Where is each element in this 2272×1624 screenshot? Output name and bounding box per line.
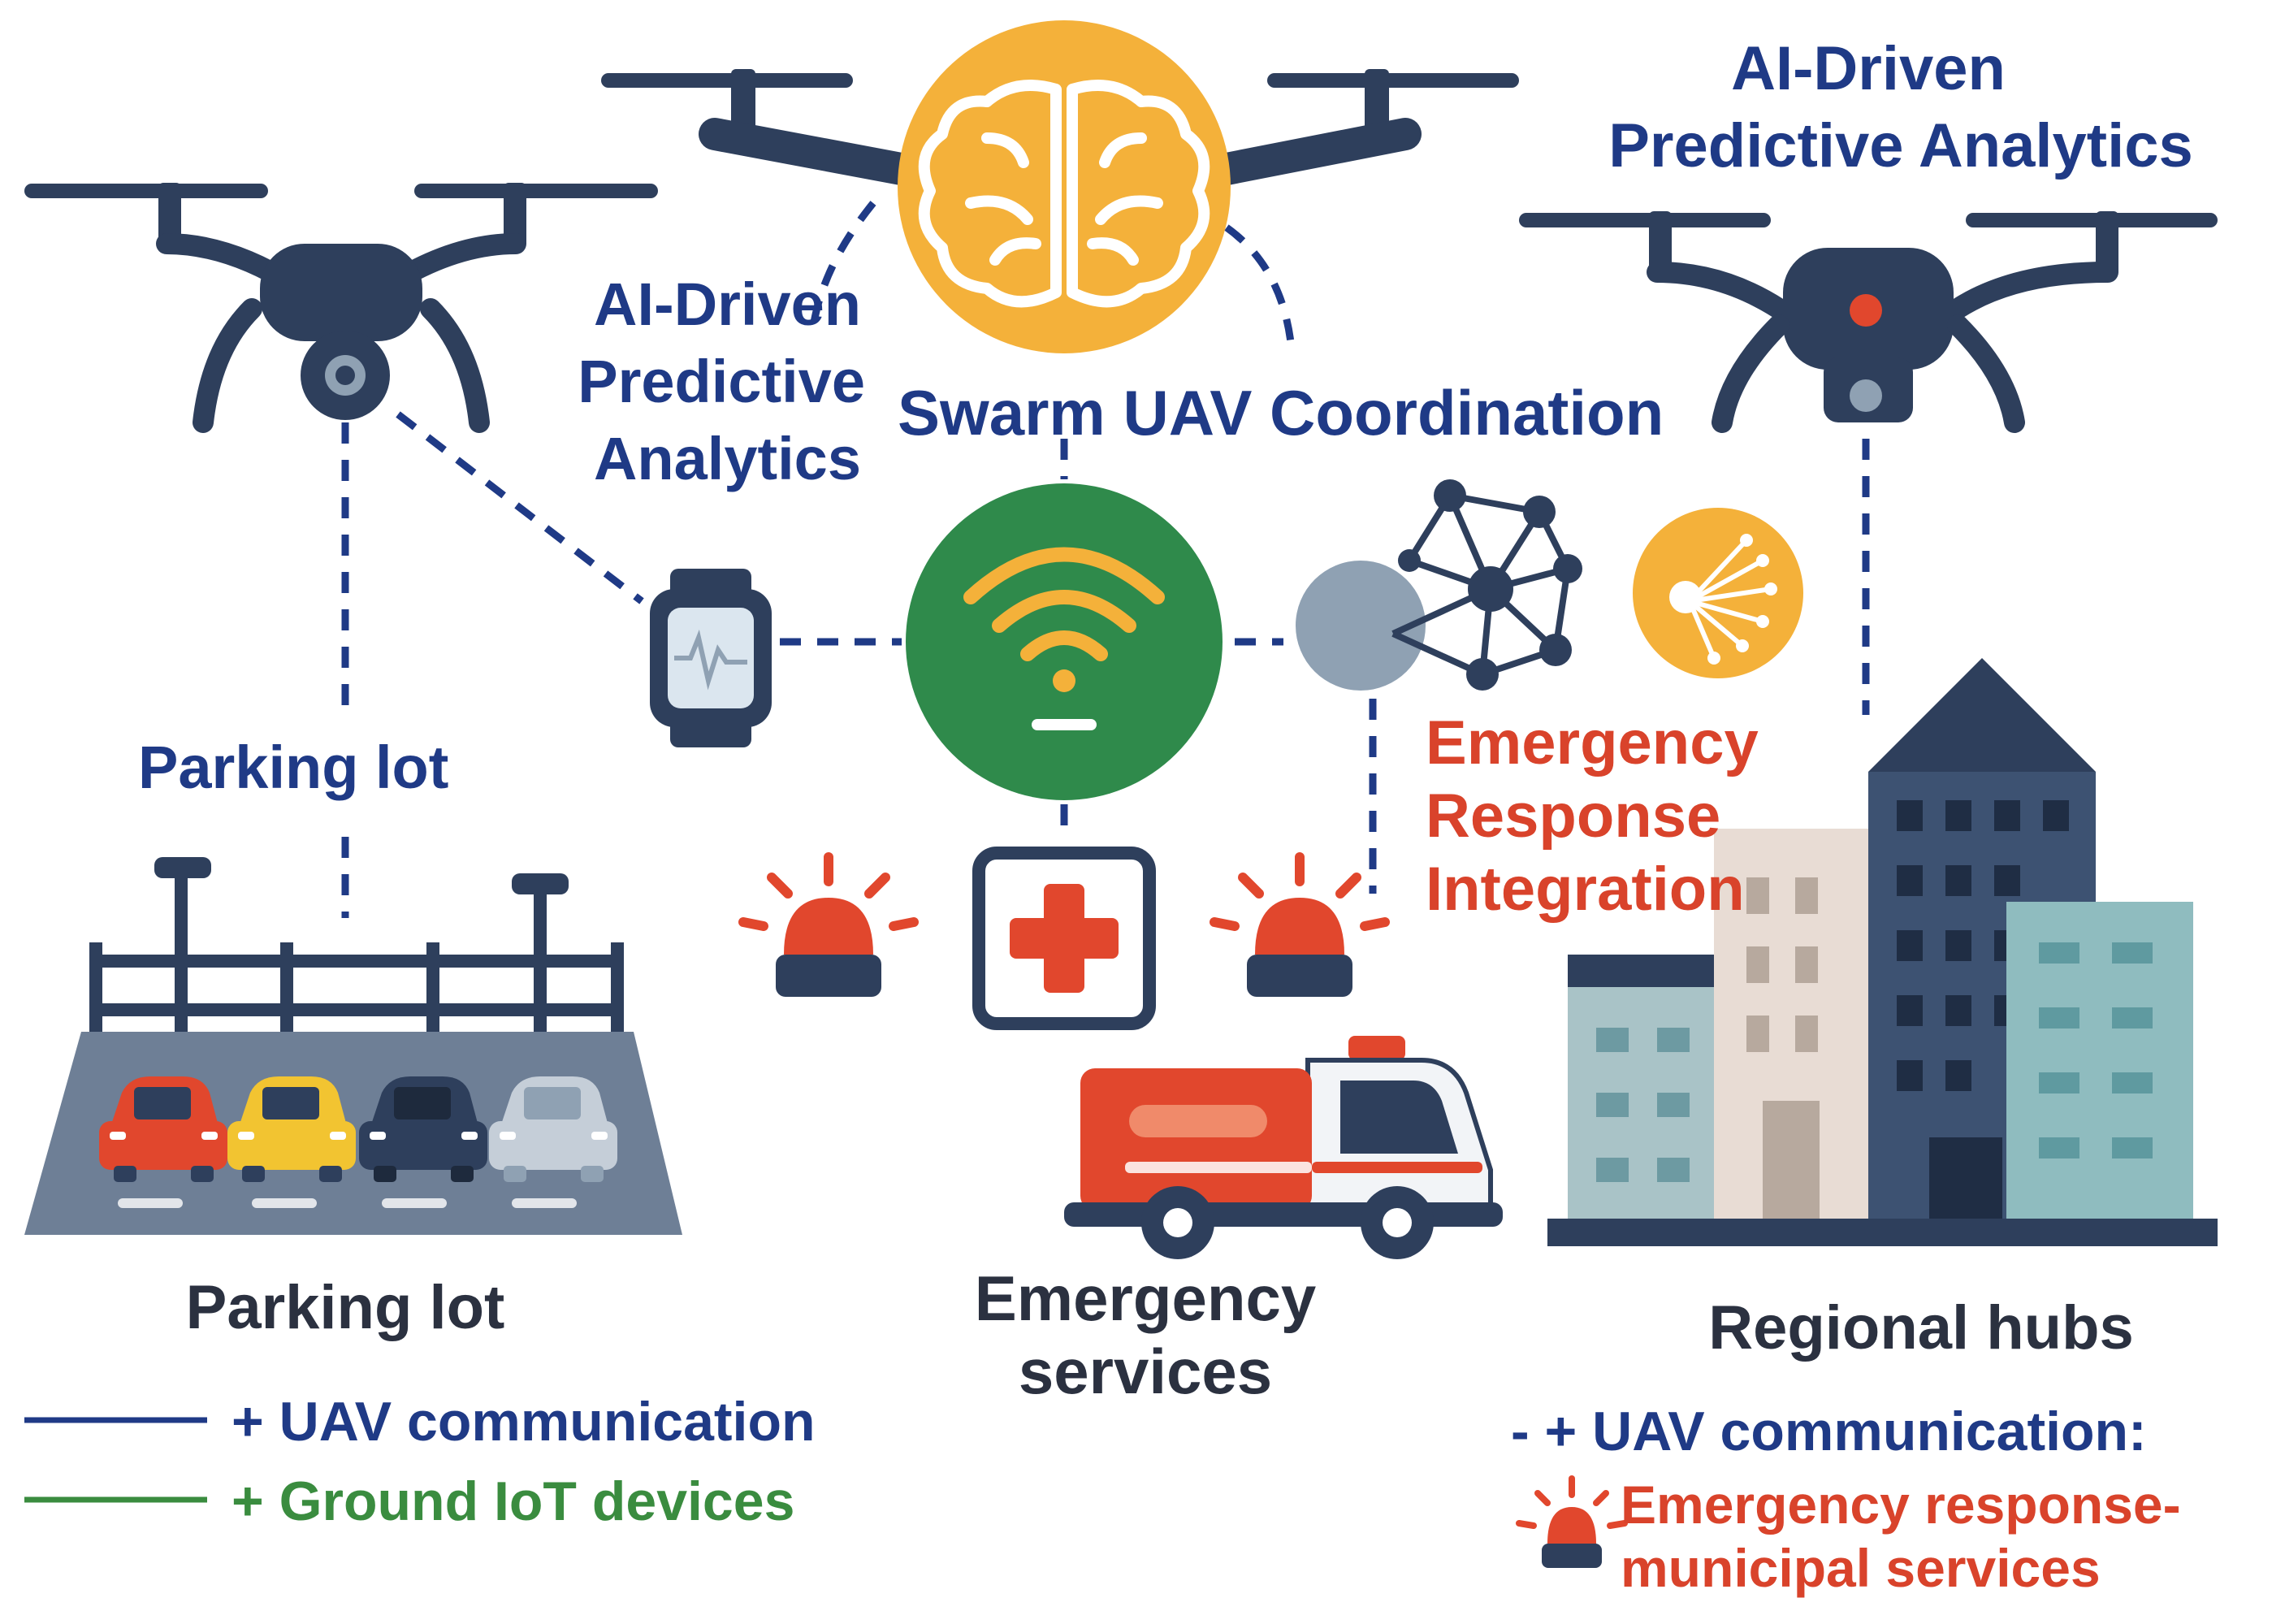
medical-cross-icon bbox=[972, 847, 1156, 1030]
legend-left: + UAV communication + Ground IoT devices bbox=[24, 1391, 816, 1532]
ai-top-right-line2: Predictive Analytics bbox=[1608, 111, 2193, 180]
emergency-response-line1: Emergency bbox=[1426, 708, 1759, 777]
ai-left-line2: Predictive bbox=[578, 348, 865, 415]
label-emergency-services: Emergency services bbox=[975, 1262, 1317, 1407]
car-red-icon bbox=[99, 1076, 227, 1182]
emergency-response-line2: Response bbox=[1426, 782, 1720, 851]
legend-right: - + UAV communication: Emergency respons… bbox=[1511, 1401, 2181, 1598]
emergency-services-line1: Emergency bbox=[975, 1262, 1317, 1334]
network-graph-icon bbox=[1296, 479, 1582, 691]
drone-right-icon bbox=[1519, 211, 2218, 433]
ai-left-line1: AI-Driven bbox=[594, 271, 861, 338]
label-ai-driven-top-right: AI-Driven Predictive Analytics bbox=[1608, 34, 2193, 180]
connection-lines bbox=[341, 201, 1870, 918]
legend-right-municipal: municipal services bbox=[1621, 1538, 2101, 1598]
city-buildings-icon bbox=[1547, 658, 2218, 1246]
legend-uav-communication: + UAV communication bbox=[232, 1391, 816, 1453]
car-dark-icon bbox=[359, 1076, 487, 1182]
wifi-hub-icon bbox=[906, 483, 1223, 800]
ai-left-line3: Analytics bbox=[594, 425, 861, 492]
label-emergency-response-integration: Emergency Response Integration bbox=[1426, 708, 1759, 924]
emergency-services-line2: services bbox=[1019, 1336, 1272, 1407]
car-yellow-icon bbox=[227, 1076, 356, 1182]
sensor-hub-icon bbox=[1633, 508, 1803, 678]
label-parking-lot-upper: Parking lot bbox=[138, 734, 448, 801]
brain-icon bbox=[898, 20, 1231, 353]
label-parking-lot-lower: Parking lot bbox=[186, 1273, 505, 1342]
legend-ground-iot: + Ground IoT devices bbox=[232, 1470, 794, 1532]
legend-right-emergency: Emergency response- bbox=[1621, 1475, 2181, 1535]
legend-right-uav: - + UAV communication: bbox=[1511, 1401, 2147, 1462]
alarm-light-right-icon bbox=[1210, 852, 1390, 997]
label-ai-driven-left: AI-Driven Predictive Analytics bbox=[578, 271, 865, 492]
smartwatch-icon bbox=[650, 569, 772, 747]
car-silver-icon bbox=[489, 1076, 617, 1182]
legend-alarm-light-icon bbox=[1516, 1475, 1628, 1568]
drone-center-icon bbox=[601, 69, 1519, 187]
parking-lot-icon bbox=[24, 857, 682, 1235]
ambulance-icon bbox=[1064, 1036, 1503, 1259]
alarm-light-left-icon bbox=[738, 852, 919, 997]
ai-top-right-line1: AI-Driven bbox=[1731, 34, 2006, 103]
emergency-response-line3: Integration bbox=[1426, 855, 1745, 924]
label-swarm-coordination: Swarm UAV Coordination bbox=[898, 377, 1664, 448]
drone-left-icon bbox=[24, 183, 658, 433]
label-regional-hubs: Regional hubs bbox=[1708, 1293, 2134, 1362]
